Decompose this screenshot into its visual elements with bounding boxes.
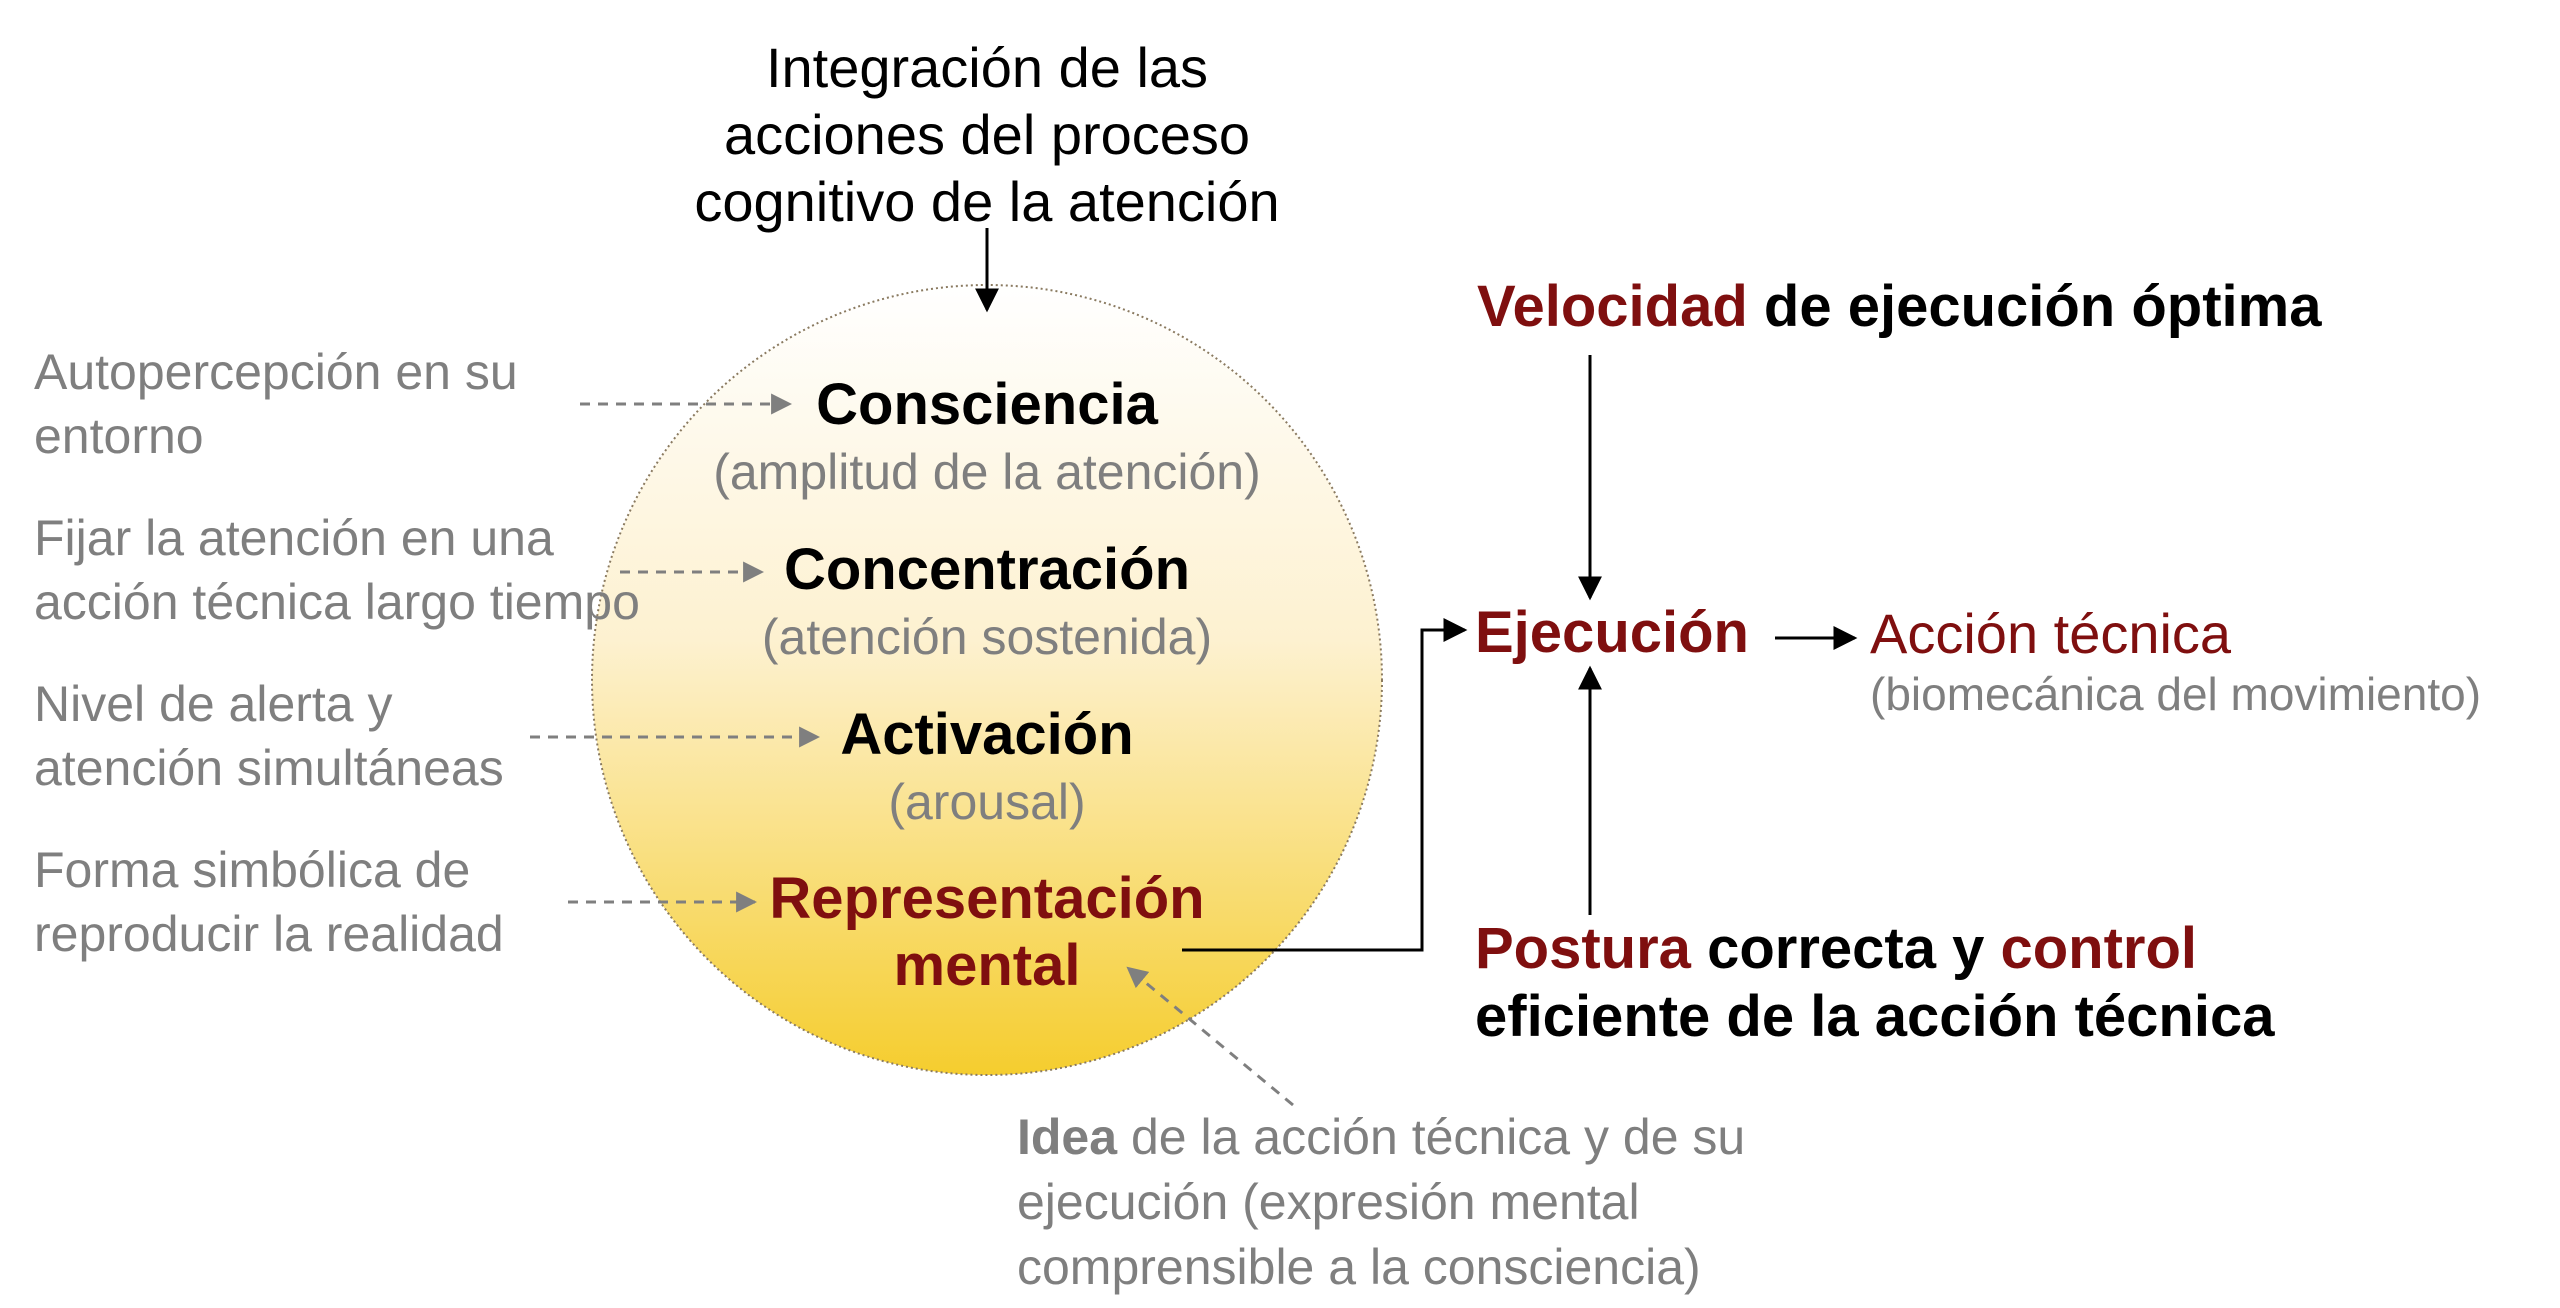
postura-label: Postura correcta y control eficiente de … (1475, 915, 2274, 1052)
item-subtitle: (amplitud de la atención) (713, 443, 1261, 500)
item-title-line-1: Representación (769, 866, 1205, 931)
idea-note-line-2: ejecución (expresión mental (1017, 1174, 1640, 1230)
item-consciencia: Consciencia (amplitud de la atención) (713, 370, 1261, 504)
item-title: Consciencia (816, 372, 1158, 437)
postura-mid: correcta y (1690, 916, 2001, 981)
item-title: Activación (840, 702, 1134, 767)
idea-note-line-3: comprensible a la consciencia) (1017, 1239, 1701, 1295)
left-note-nivel: Nivel de alerta y atención simultáneas (34, 672, 504, 800)
accion-tecnica-title: Acción técnica (1870, 602, 2232, 665)
top-note-line-3: cognitivo de la atención (694, 170, 1280, 234)
left-note-autopercepcion: Autopercepción en su entorno (34, 340, 518, 468)
item-title: Concentración (783, 537, 1191, 602)
idea-note: Idea de la acción técnica y de su ejecuc… (1017, 1105, 1745, 1300)
idea-keyword: Idea (1017, 1109, 1118, 1165)
item-activacion: Activación (arousal) (840, 700, 1133, 834)
left-note-line: Nivel de alerta y (34, 676, 393, 732)
postura-line-1: Postura correcta y control (1475, 915, 2274, 983)
left-note-fijar: Fijar la atención en una acción técnica … (34, 506, 640, 634)
postura-line-2: eficiente de la acción técnica (1475, 984, 2275, 1050)
ejecucion-label: Ejecución (1475, 600, 1749, 665)
item-subtitle: (arousal) (888, 773, 1086, 830)
velocidad-rest: de ejecución óptima (1747, 274, 2322, 339)
left-note-line: Autopercepción en su (34, 344, 518, 400)
accion-tecnica-subtitle: (biomecánica del movimiento) (1870, 668, 2482, 721)
left-note-line: Forma simbólica de (34, 842, 471, 898)
left-note-forma: Forma simbólica de reproducir la realida… (34, 838, 504, 966)
item-title-line-2: mental (893, 932, 1081, 998)
idea-note-rest: de la acción técnica y de su (1117, 1109, 1746, 1165)
left-note-line: entorno (34, 408, 204, 464)
item-subtitle: (atención sostenida) (761, 608, 1213, 665)
top-note-line-1: Integración de las (765, 36, 1209, 99)
arrow-representacion-ejecucion (1182, 618, 1468, 952)
item-concentracion: Concentración (atención sostenida) (762, 535, 1212, 669)
postura-keyword: Postura (1475, 916, 1691, 981)
accion-tecnica: Acción técnica (biomecánica del movimien… (1870, 600, 2481, 722)
velocidad-label: Velocidad de ejecución óptima (1477, 272, 2321, 342)
left-note-line: reproducir la realidad (34, 906, 504, 962)
control-keyword: control (2000, 916, 2198, 981)
top-note: Integración de las acciones del proceso … (694, 34, 1279, 236)
left-note-line: atención simultáneas (34, 740, 504, 796)
idea-note-line-1: Idea de la acción técnica y de su (1017, 1105, 1745, 1170)
left-note-line: acción técnica largo tiempo (34, 574, 640, 630)
item-representacion: Representación mental (769, 866, 1204, 999)
velocidad-keyword: Velocidad (1477, 274, 1748, 339)
top-note-line-2: acciones del proceso (723, 103, 1251, 167)
left-note-line: Fijar la atención en una (34, 510, 554, 566)
